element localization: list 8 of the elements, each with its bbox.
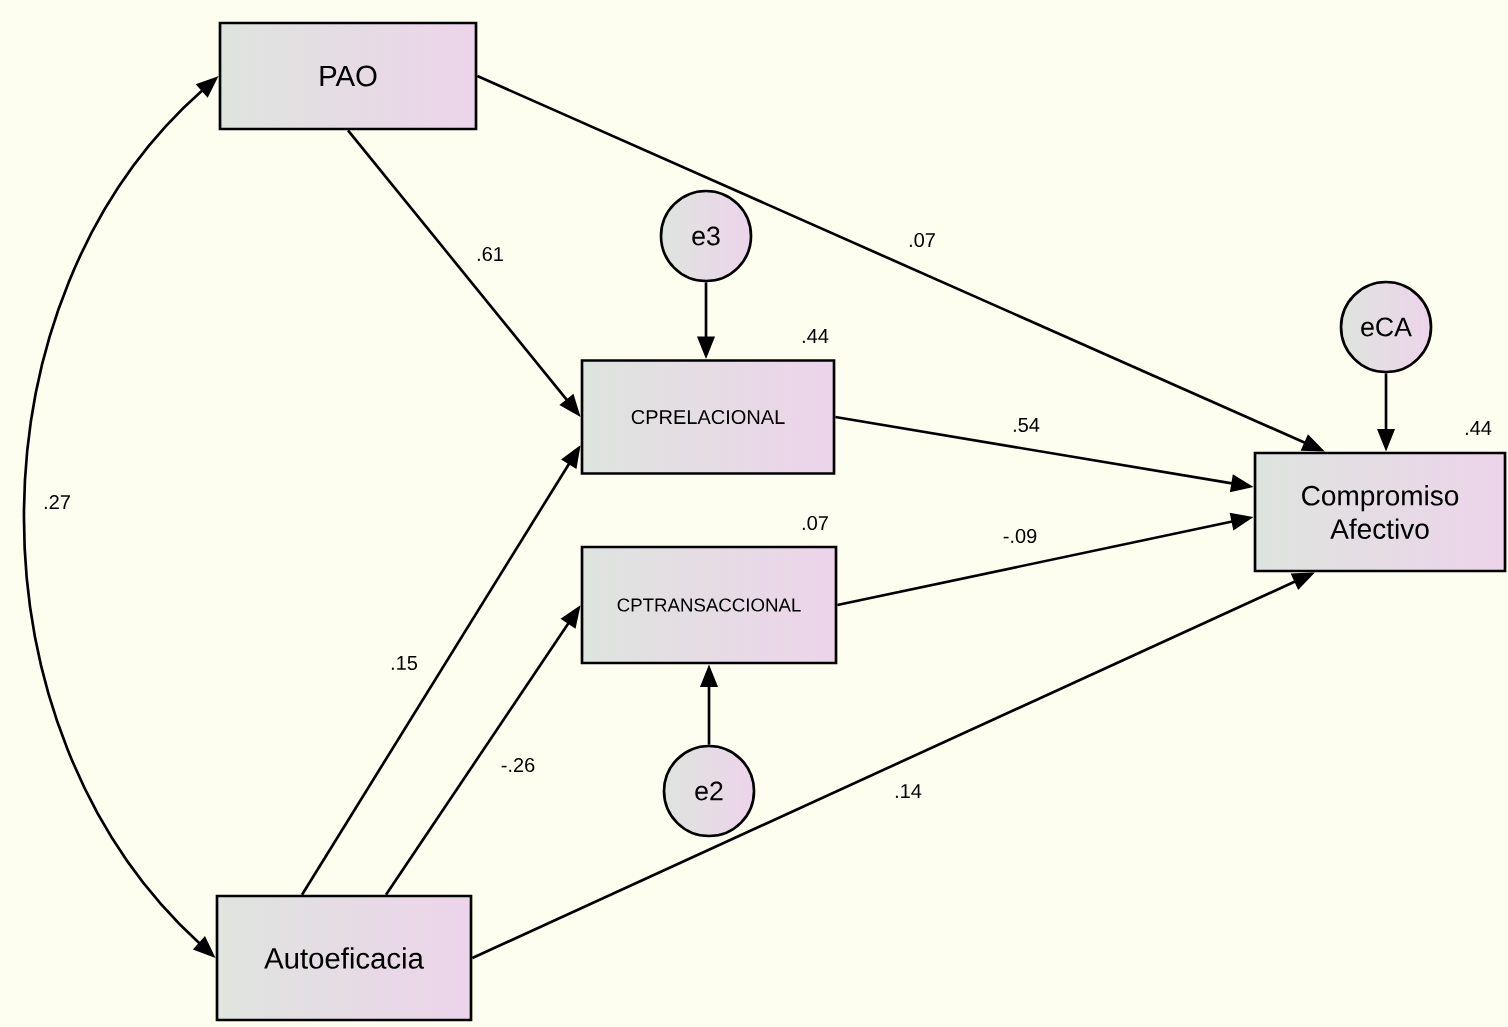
variable-box: PAO (218, 21, 478, 131)
variable-box: CPTRANSACCIONAL (580, 545, 838, 665)
variable-box: Autoeficacia (215, 894, 473, 1022)
r-squared-value: .44 (802, 329, 829, 343)
r-squared-value: .07 (802, 515, 828, 531)
r-squared-value: .44 (1465, 421, 1492, 435)
variable-box: Compromiso Afectivo (1253, 451, 1507, 573)
variable-box: CPRELACIONAL (580, 359, 836, 475)
